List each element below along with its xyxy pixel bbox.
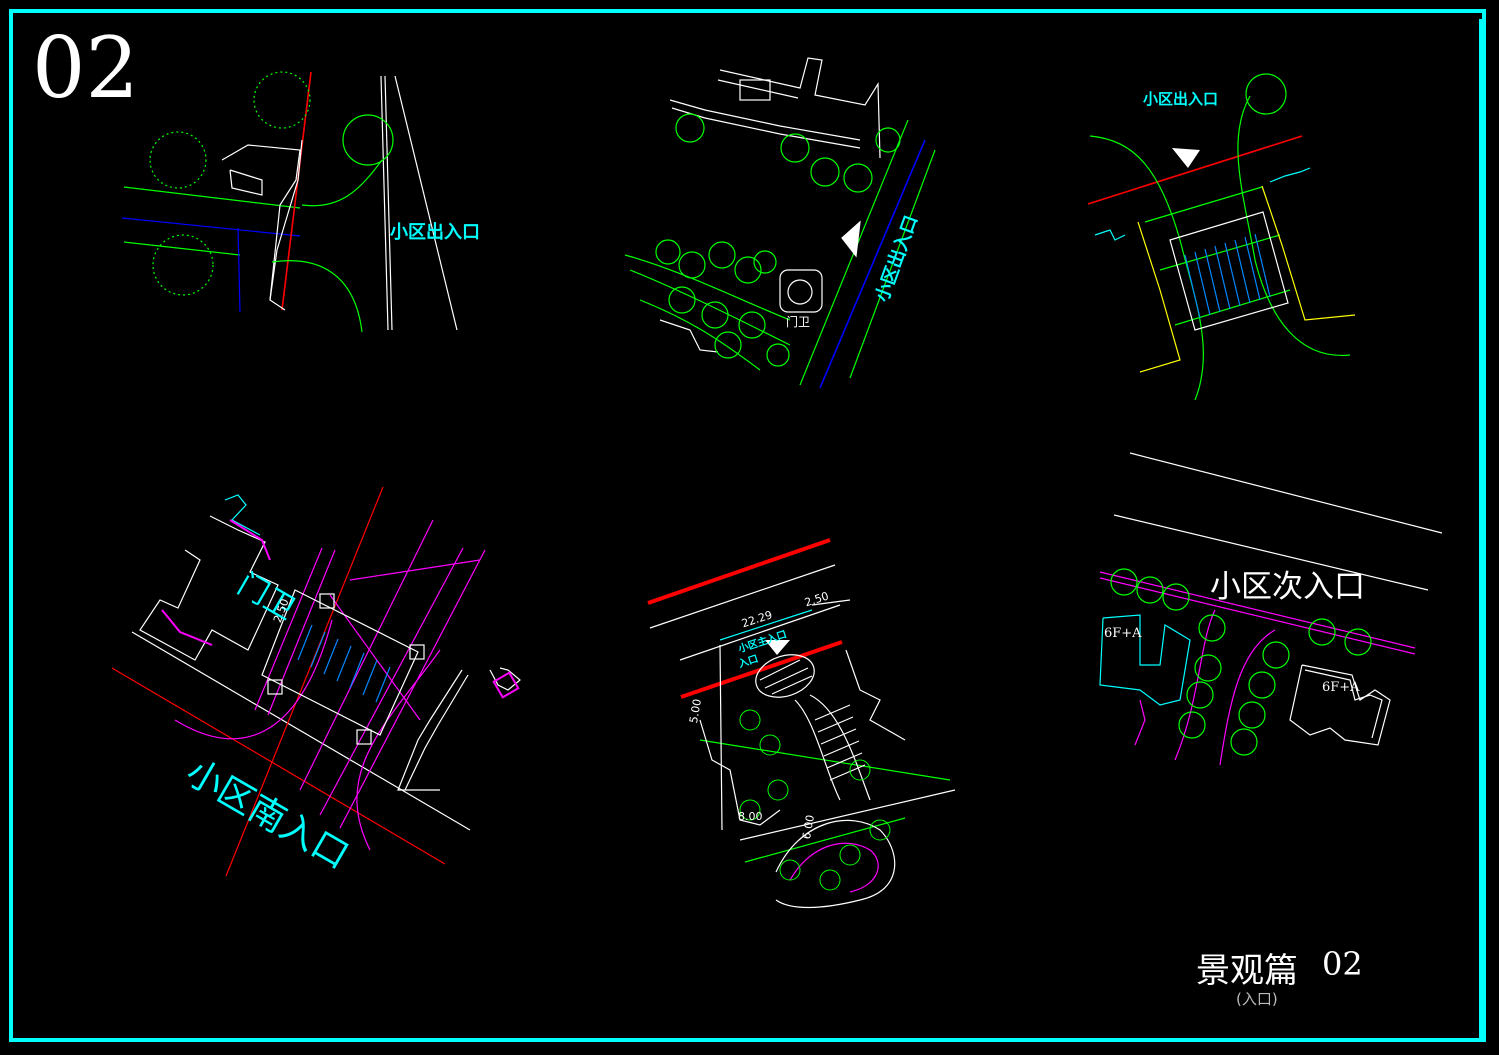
panel-3-plan: [1087, 73, 1356, 401]
panel-2-guard-label: 门卫: [786, 315, 811, 329]
panel-6-building-label-1: 6F+A: [1104, 626, 1142, 641]
panel-3-caption: 小区出入口: [1143, 90, 1219, 108]
sheet-number: 02: [32, 19, 139, 117]
panel-2-plan: [624, 57, 936, 389]
panel-6-caption: 小区次入口: [1210, 569, 1365, 605]
sheet-subtitle: (入口): [1236, 990, 1278, 1008]
panel-5-plan: [647, 538, 956, 909]
panel-6-building-label-2: 6F+A: [1322, 680, 1360, 695]
sheet-title: 景观篇: [1196, 951, 1298, 991]
drawing-frame-inner: [19, 19, 1482, 1042]
panel-1-plan: [121, 71, 458, 333]
panel-6-plan: [1099, 452, 1443, 766]
panel-5-dimension-4: 8.00: [738, 810, 763, 823]
sheet-title-number: 02: [1322, 945, 1363, 983]
panel-1-caption: 小区出入口: [390, 222, 480, 243]
panel-4-plan: [111, 486, 521, 877]
